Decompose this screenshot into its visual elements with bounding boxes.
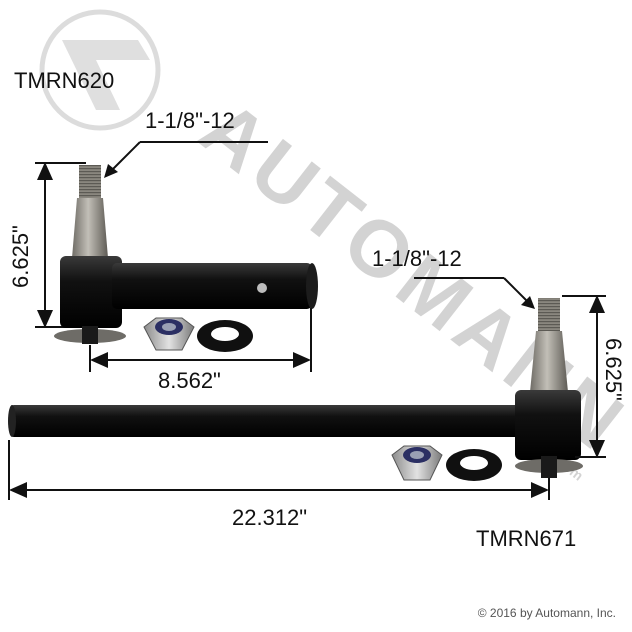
- arm-eye-620: [60, 256, 122, 328]
- length-label-620: 8.562": [158, 368, 221, 393]
- length-label-671: 22.312": [232, 505, 307, 530]
- taper-pin-620: [72, 198, 108, 258]
- thread-leader-arrow-620: [104, 164, 118, 178]
- part-number-620: TMRN620: [14, 68, 114, 93]
- grease-hole-620: [257, 283, 267, 293]
- part-tmrn671: 1-1/8"-12 6.625": [8, 246, 626, 551]
- watermark-logo-mark: [62, 40, 150, 110]
- arm-tube-671: [10, 405, 530, 437]
- height-label-671: 6.625": [601, 338, 626, 401]
- thread-spec-671: 1-1/8"-12: [372, 246, 462, 271]
- washer-620: [197, 320, 253, 352]
- arm-eye-671: [515, 390, 581, 460]
- arm-tube-620: [112, 263, 312, 309]
- stud-thread-671: [538, 298, 560, 332]
- taper-pin-671: [530, 331, 568, 392]
- watermark-logo-icon: [39, 9, 161, 131]
- nut-671: [391, 445, 443, 481]
- thread-spec-620: 1-1/8"-12: [145, 108, 235, 133]
- part-tmrn620: TMRN620 1-1/8"-12 6.625": [8, 68, 318, 393]
- washer-671: [446, 449, 502, 481]
- stud-thread-620: [79, 165, 101, 199]
- copyright-notice: © 2016 by Automann, Inc.: [477, 606, 616, 620]
- thread-leader-arrow-671: [521, 296, 535, 309]
- nut-620: [143, 317, 195, 351]
- part-number-671: TMRN671: [476, 526, 576, 551]
- height-label-620: 6.625": [8, 225, 33, 288]
